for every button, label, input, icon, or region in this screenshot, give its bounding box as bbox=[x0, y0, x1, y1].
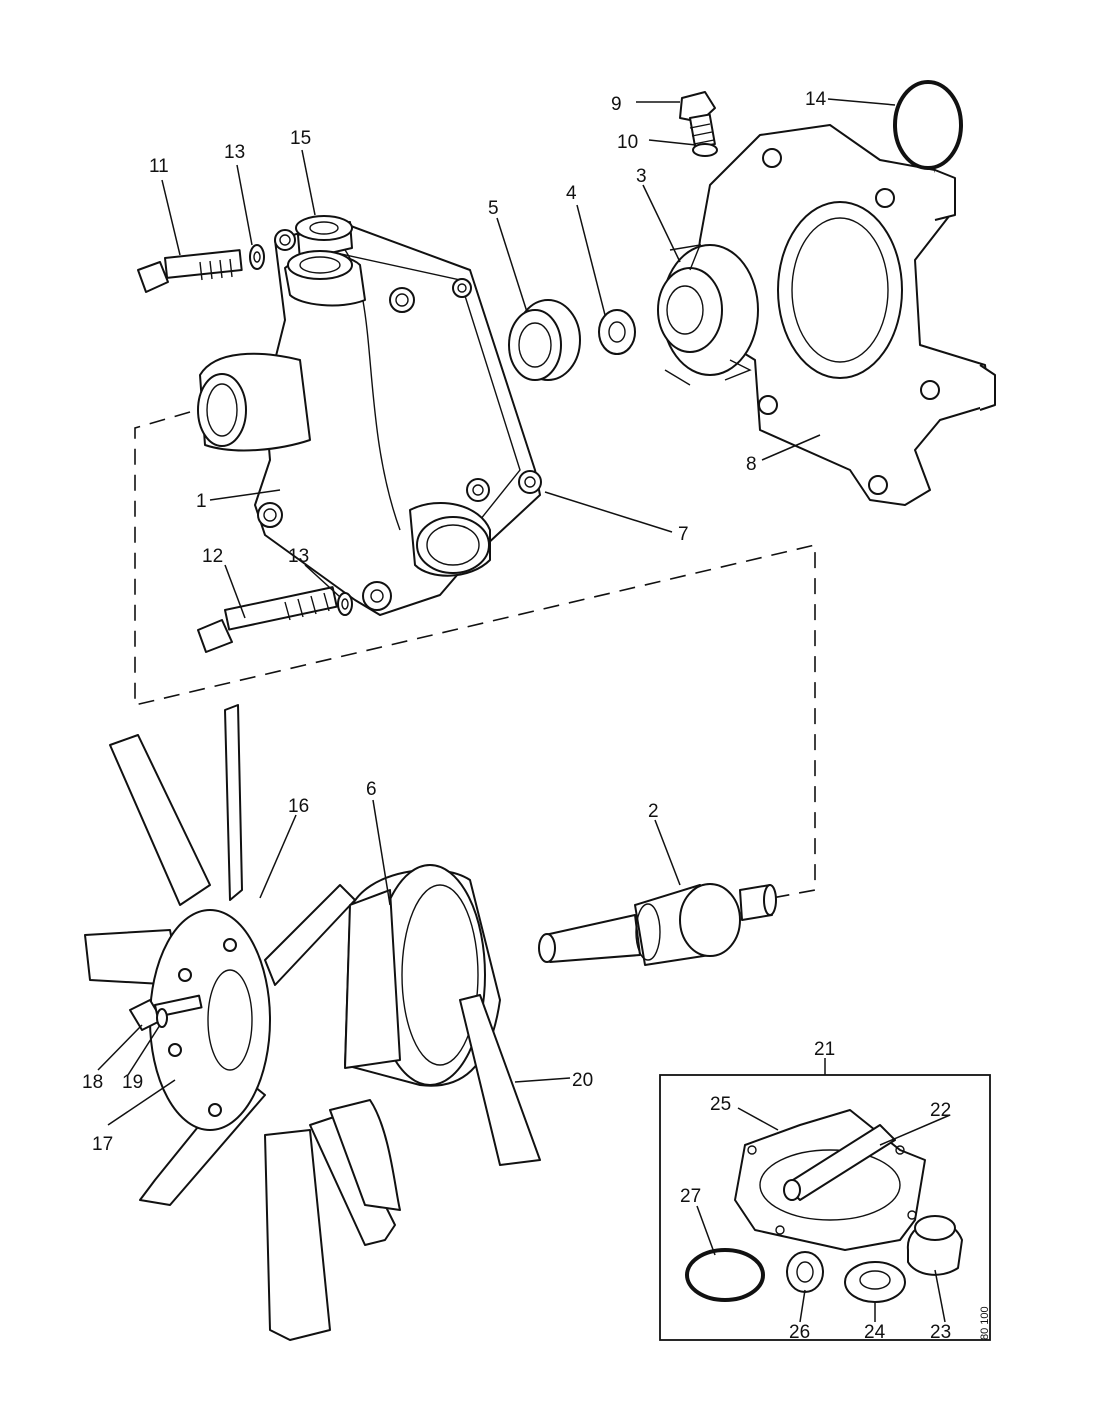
washer-4 bbox=[598, 309, 636, 355]
callout-3: 3 bbox=[636, 166, 647, 187]
washer-19 bbox=[156, 1008, 168, 1028]
callout-10: 10 bbox=[617, 132, 638, 153]
assembly-dashed-lines bbox=[134, 411, 816, 899]
callout-21: 21 bbox=[814, 1039, 835, 1060]
callout-8: 8 bbox=[746, 454, 757, 475]
bolt-11 bbox=[137, 249, 243, 293]
spindle-bearing-2 bbox=[538, 883, 777, 966]
callout-22: 22 bbox=[930, 1100, 951, 1121]
callout-20: 20 bbox=[572, 1070, 593, 1091]
callout-4: 4 bbox=[566, 183, 577, 204]
callout-19: 19 bbox=[122, 1072, 143, 1093]
callout-7: 7 bbox=[678, 524, 689, 545]
fan-belt-20 bbox=[459, 994, 541, 1166]
callout-24: 24 bbox=[864, 1322, 886, 1343]
drawing-reference-code: 80 100 bbox=[979, 1306, 991, 1340]
washer-10 bbox=[692, 143, 718, 157]
callout-9: 9 bbox=[611, 94, 622, 115]
callout-13-lower: 13 bbox=[288, 546, 309, 567]
callout-13-upper: 13 bbox=[224, 142, 245, 163]
washer-13-lower bbox=[337, 592, 353, 616]
callout-12: 12 bbox=[202, 546, 223, 567]
fan-16 bbox=[84, 704, 401, 1341]
leader-lines bbox=[97, 98, 951, 1323]
callout-6: 6 bbox=[366, 779, 377, 800]
callout-2: 2 bbox=[648, 801, 659, 822]
washer-13-upper bbox=[249, 244, 265, 270]
bolt-12 bbox=[197, 586, 338, 653]
callout-15: 15 bbox=[290, 128, 311, 149]
o-ring-14 bbox=[893, 80, 963, 170]
callout-25: 25 bbox=[710, 1094, 731, 1115]
callout-26: 26 bbox=[789, 1322, 810, 1343]
callout-14: 14 bbox=[805, 89, 827, 110]
pulley-6 bbox=[344, 864, 501, 1087]
callout-labels: 1 2 3 4 5 6 7 8 9 10 11 12 13 13 14 15 1… bbox=[82, 89, 991, 1343]
pump-housing bbox=[197, 215, 542, 616]
callout-16: 16 bbox=[288, 796, 309, 817]
seal-5 bbox=[508, 299, 581, 381]
impeller-3 bbox=[657, 244, 759, 386]
callout-5: 5 bbox=[488, 198, 499, 219]
callout-17: 17 bbox=[92, 1134, 113, 1155]
back-plate bbox=[689, 124, 996, 506]
callout-23: 23 bbox=[930, 1322, 951, 1343]
callout-18: 18 bbox=[82, 1072, 103, 1093]
repair-kit-box bbox=[659, 1074, 991, 1341]
callout-27: 27 bbox=[680, 1186, 701, 1207]
drain-plug-9 bbox=[679, 91, 716, 149]
callout-11: 11 bbox=[149, 156, 169, 177]
callout-1: 1 bbox=[196, 491, 207, 512]
